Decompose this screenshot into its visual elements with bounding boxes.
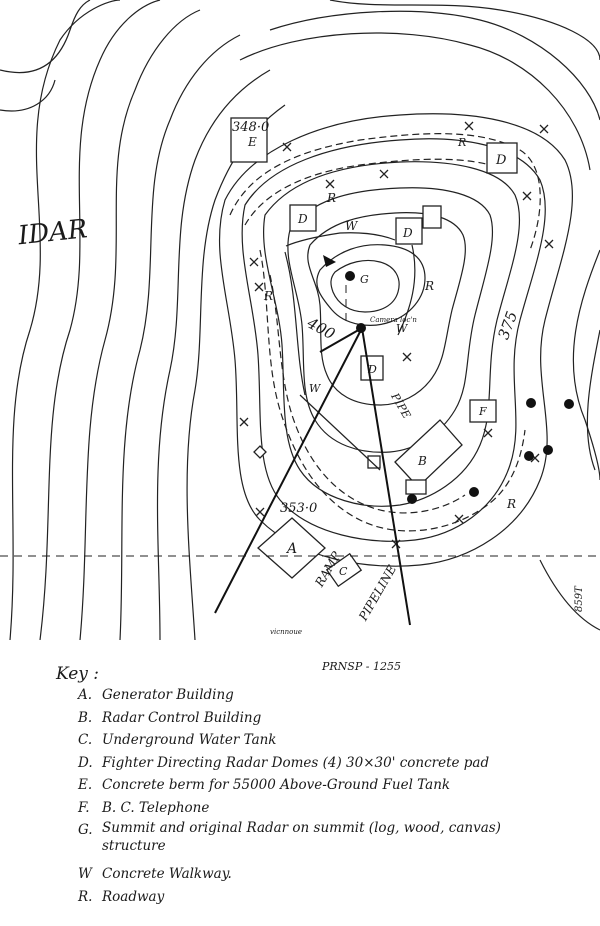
spot-elevation-348: 348·0	[232, 120, 269, 135]
walkway-lines	[284, 232, 416, 471]
legend-code: C.	[78, 732, 93, 748]
contour-lines	[0, 0, 600, 640]
legend-item-D: D. Fighter Directing Radar Domes (4) 30×…	[78, 752, 578, 775]
legend-code: R.	[78, 888, 93, 905]
legend-title: Key :	[56, 664, 100, 684]
legend-description: Underground Water Tank	[102, 732, 277, 748]
pole-marker-3	[524, 451, 534, 461]
telephone-building	[469, 399, 497, 423]
legend-description: Radar Control Building	[102, 709, 262, 726]
label-W-2: W	[396, 322, 409, 335]
label-F: F	[478, 405, 487, 418]
legend-item-G: G. Summit and original Radar on summit (…	[78, 819, 578, 855]
label-G: G	[360, 273, 369, 286]
north-arrow-tip	[323, 255, 336, 267]
legend-item-C: C. Underground Water Tank	[78, 729, 578, 752]
legend-description: Generator Building	[102, 687, 234, 703]
roadways	[229, 133, 541, 532]
generator-building	[257, 517, 326, 579]
small-pad-b	[405, 479, 427, 495]
label-R-4: R	[457, 136, 466, 149]
radar-dome-ne	[395, 217, 423, 245]
catalog-number: 859T	[574, 585, 585, 612]
small-shed-ne	[422, 205, 442, 229]
legend-description: Concrete berm for 55000 Above-Ground Fue…	[102, 777, 451, 793]
legend-description: B. C. Telephone	[102, 799, 210, 816]
legend-code: E.	[78, 777, 93, 793]
pole-marker-1	[526, 398, 536, 408]
pipe-fragment-label: PIPE	[388, 390, 413, 421]
map-labels: IDAR 400 375 348·0 353·0 RAMP PIPELINE P…	[16, 120, 585, 636]
legend-item-F: F. B. C. Telephone	[78, 797, 578, 820]
label-W-1: W	[345, 219, 359, 233]
label-W-3: W	[309, 382, 322, 395]
legend-list: A. Generator Building B. Radar Control B…	[78, 684, 578, 908]
label-D-3: D	[495, 153, 507, 168]
pole-marker-2	[564, 399, 574, 409]
legend-panel: Key : PRNSP - 1255 A. Generator Building…	[0, 640, 600, 926]
legend-code: G.	[78, 822, 93, 838]
legend-item-E: E. Concrete berm for 55000 Above-Ground …	[78, 774, 578, 797]
side-label: IDAR	[16, 214, 89, 251]
legend-item-W: W Concrete Walkway.	[78, 863, 578, 886]
legend-code: W	[78, 866, 92, 882]
legend-description-line-2: structure	[102, 838, 166, 854]
pipeline-label: PIPELINE	[356, 562, 400, 623]
helipad-sw	[253, 445, 267, 459]
pole-marker-4	[543, 445, 553, 455]
legend-code: D.	[78, 754, 93, 771]
label-R-5: R	[506, 497, 516, 511]
radar-control-building	[394, 419, 463, 488]
label-R-2: R	[263, 289, 273, 303]
point-markers	[323, 255, 574, 504]
sightlines	[214, 327, 411, 626]
small-pad-a	[367, 455, 381, 469]
label-C: C	[339, 565, 348, 578]
label-R-1: R	[326, 191, 336, 205]
legend-item-B: B. Radar Control Building	[78, 707, 578, 730]
reference-number: PRNSP - 1255	[322, 660, 401, 673]
legend-code: A.	[78, 687, 93, 703]
site-map: IDAR 400 375 348·0 353·0 RAMP PIPELINE P…	[0, 0, 600, 640]
legend-description-line-1: Summit and original Radar on summit (log…	[102, 820, 501, 836]
pole-marker-6	[407, 494, 417, 504]
water-tank	[325, 552, 363, 588]
radar-dome-nw	[289, 204, 317, 232]
label-A: A	[285, 541, 297, 557]
camera-note: Camera loc'n	[370, 316, 417, 324]
legend-item-R: R. Roadway	[78, 886, 578, 909]
legend-code: B.	[78, 709, 93, 726]
label-D-4: D	[367, 363, 377, 376]
label-D-2: D	[402, 226, 413, 240]
label-E: E	[247, 135, 257, 149]
summit-marker-G	[345, 271, 355, 281]
legend-description: Fighter Directing Radar Domes (4) 30×30'…	[102, 754, 490, 771]
legend-code: F.	[78, 799, 90, 816]
dashed-guide-lines	[0, 285, 600, 557]
label-D-1: D	[297, 212, 308, 226]
pole-marker-5	[469, 487, 479, 497]
legend-item-A: A. Generator Building	[78, 684, 578, 707]
legend-description: Roadway	[102, 888, 165, 905]
legend-description: Concrete Walkway.	[102, 866, 232, 882]
label-B: B	[417, 454, 427, 468]
radar-dome-north	[486, 142, 518, 174]
legend-description: Summit and original Radar on summit (log…	[102, 819, 578, 855]
fuel-berm-E	[230, 117, 268, 163]
label-R-3: R	[424, 279, 434, 293]
photographer-signature: vicnnoue	[270, 628, 302, 636]
spot-elevation-353: 353·0	[280, 501, 317, 516]
camera-location-marker	[356, 323, 366, 333]
